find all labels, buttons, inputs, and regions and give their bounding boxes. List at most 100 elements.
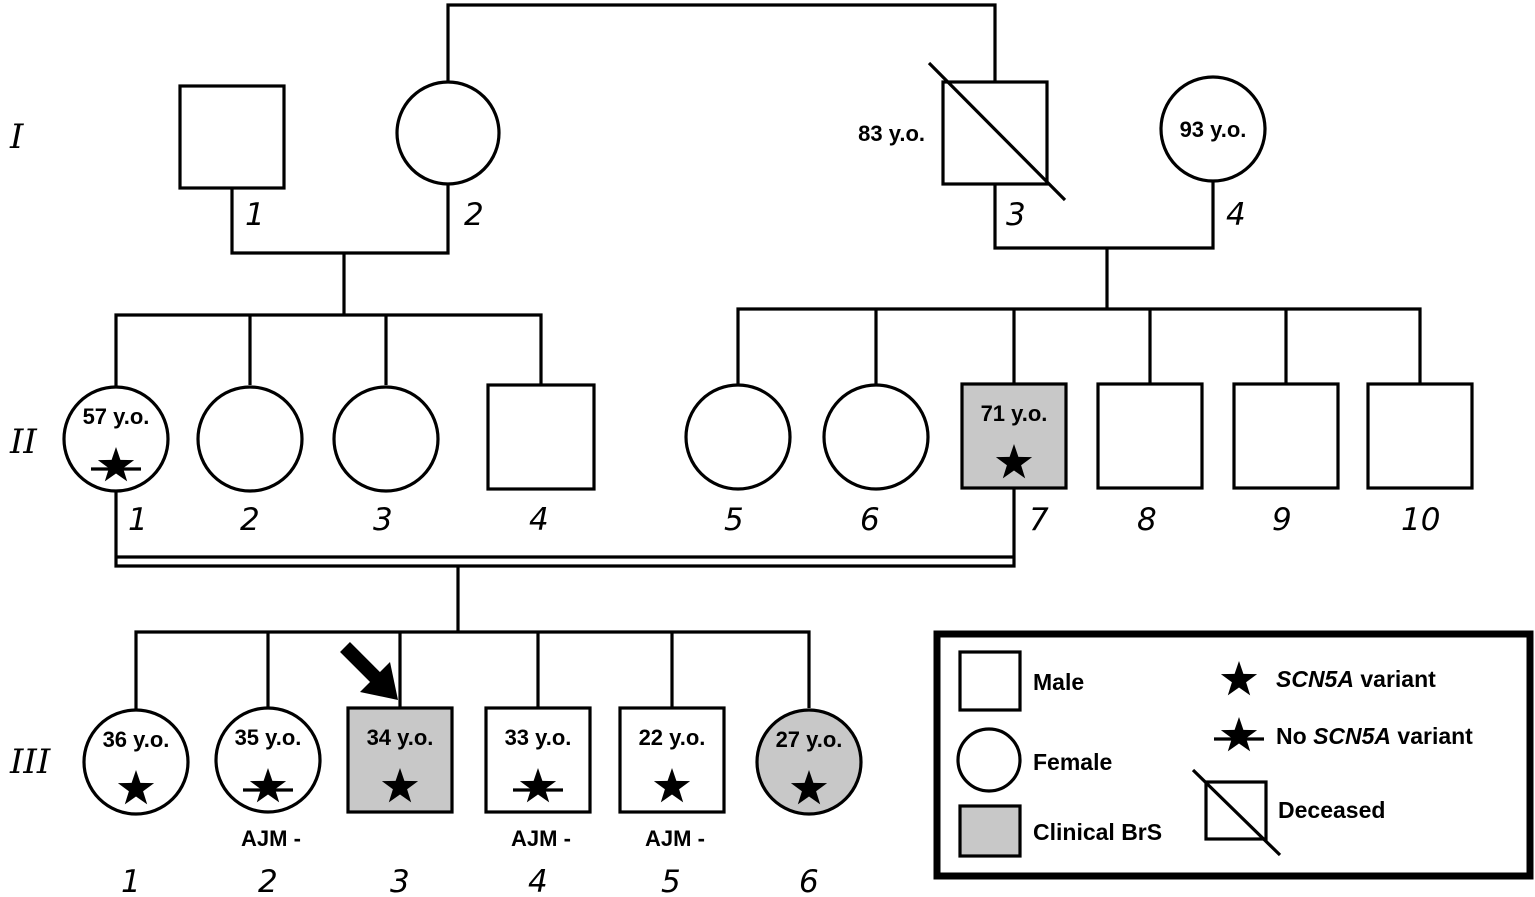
number-III2: 2 — [258, 864, 278, 897]
male-symbol — [618, 706, 726, 814]
age-label: 35 y.o. — [235, 725, 302, 750]
no-variant-star-icon — [91, 447, 141, 482]
individual-II10 — [1366, 382, 1474, 490]
generation-label-I: I — [9, 117, 24, 157]
age-label: 27 y.o. — [776, 727, 843, 752]
age-label: 22 y.o. — [639, 725, 706, 750]
legend-variant-star-icon — [1220, 661, 1258, 696]
note-III4: AJM - — [511, 826, 571, 851]
age-label: 34 y.o. — [367, 725, 434, 750]
individual-II5 — [684, 383, 792, 491]
individual-II6 — [822, 383, 930, 491]
generation-label-II: II — [9, 422, 37, 462]
number-II6: 6 — [860, 502, 880, 538]
individual-I2 — [395, 80, 501, 186]
line-sibship-II-right — [736, 307, 1422, 385]
line-sibship-I2-I3 — [446, 3, 997, 85]
number-II1: 1 — [128, 502, 148, 538]
number-I3: 3 — [1006, 197, 1026, 233]
variant-star-icon — [995, 444, 1033, 479]
variant-star-icon — [381, 768, 419, 803]
legend-deceased-slash — [1191, 768, 1282, 857]
individual-I1 — [178, 84, 286, 190]
note-III5: AJM - — [645, 826, 705, 851]
number-II9: 9 — [1272, 502, 1292, 538]
number-II2: 2 — [240, 502, 260, 538]
individual-II2 — [196, 385, 304, 493]
number-III3: 3 — [390, 864, 410, 897]
age-label: 57 y.o. — [83, 404, 150, 429]
line-sibship-III — [134, 630, 811, 712]
no-variant-star-icon — [513, 768, 563, 803]
line-sibship-II-left — [114, 313, 543, 388]
legend-affected-symbol — [958, 804, 1022, 858]
number-I1: 1 — [245, 197, 265, 233]
individual-III4: 33 y.o. — [484, 706, 592, 814]
individual-II4 — [486, 383, 596, 491]
legend-deceased-label: Deceased — [1278, 797, 1385, 823]
line-consanguineous-mating-outer — [114, 488, 1016, 568]
male-symbol — [484, 706, 592, 814]
number-III6: 6 — [799, 864, 819, 897]
female-symbol — [196, 385, 304, 493]
deceased-slash — [927, 61, 1067, 202]
individual-II8 — [1096, 382, 1204, 490]
individual-II9 — [1232, 382, 1340, 490]
line-mating-I3-I4 — [993, 180, 1215, 250]
variant-star-icon — [653, 768, 691, 803]
legend: Male Female Clinical BrS SCN5A variant N… — [933, 630, 1534, 880]
number-I4: 4 — [1226, 197, 1246, 233]
female-symbol — [395, 80, 501, 186]
proband-arrow-icon — [340, 642, 398, 700]
age-label: 33 y.o. — [505, 725, 572, 750]
number-III5: 5 — [661, 864, 681, 897]
female-symbol — [684, 383, 792, 491]
legend-female-label: Female — [1033, 749, 1112, 775]
male-symbol — [1232, 382, 1340, 490]
individual-II1: 57 y.o. — [62, 385, 170, 493]
individual-I3: 83 y.o. — [858, 61, 1067, 202]
note-III2: AJM - — [241, 826, 301, 851]
number-II5: 5 — [724, 502, 744, 538]
female-symbol — [332, 385, 440, 493]
individual-III2: 35 y.o. — [214, 706, 322, 814]
age-label: 83 y.o. — [858, 121, 925, 146]
number-I2: 2 — [464, 197, 484, 233]
legend-no-variant-label: No SCN5A variant — [1276, 723, 1473, 749]
number-II4: 4 — [529, 502, 549, 538]
number-III4: 4 — [528, 864, 548, 897]
individual-numbers: 1 2 3 4 1 2 3 4 5 6 7 8 9 10 1 2 3 4 5 6 — [121, 197, 1440, 897]
legend-male-label: Male — [1033, 669, 1084, 695]
legend-affected-label: Clinical BrS — [1033, 819, 1162, 845]
legend-male-symbol — [958, 650, 1022, 712]
line-mating-I1-I2 — [230, 183, 450, 255]
male-symbol — [1366, 382, 1474, 490]
legend-variant-label: SCN5A variant — [1276, 666, 1436, 692]
legend-no-variant-star-icon — [1214, 717, 1264, 752]
individuals: 83 y.o. 93 y.o. 57 y.o. 71 y.o. 36 y.o. 35 y.… — [62, 61, 1474, 816]
male-symbol — [960, 382, 1068, 490]
female-symbol — [755, 708, 863, 816]
female-symbol — [1159, 75, 1267, 183]
male-symbol — [486, 383, 596, 491]
individual-II3 — [332, 385, 440, 493]
age-label: 71 y.o. — [981, 401, 1048, 426]
variant-star-icon — [117, 770, 155, 805]
number-II10: 10 — [1401, 502, 1440, 538]
male-symbol — [178, 84, 286, 190]
number-II7: 7 — [1029, 502, 1049, 538]
individual-I4: 93 y.o. — [1159, 75, 1267, 183]
no-variant-star-icon — [243, 768, 293, 803]
age-label: 93 y.o. — [1180, 117, 1247, 142]
age-label: 36 y.o. — [103, 727, 170, 752]
legend-female-symbol — [956, 727, 1022, 793]
male-symbol — [346, 706, 454, 814]
individual-III1: 36 y.o. — [82, 708, 190, 816]
female-symbol — [82, 708, 190, 816]
number-III1: 1 — [121, 864, 141, 897]
number-II8: 8 — [1137, 502, 1157, 538]
male-symbol — [941, 80, 1049, 186]
individual-III6: 27 y.o. — [755, 708, 863, 816]
female-symbol — [62, 385, 170, 493]
